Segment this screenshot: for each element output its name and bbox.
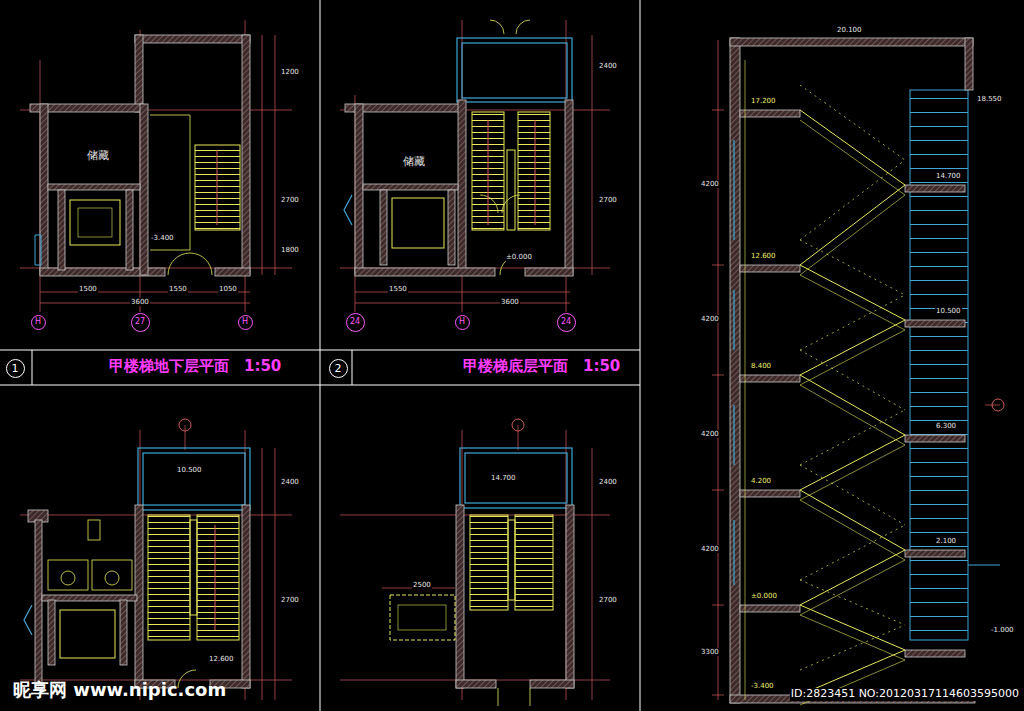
dimension: 1050 <box>218 285 238 293</box>
dimension: 4200 <box>700 430 720 438</box>
elevation: ±0.000 <box>750 592 778 600</box>
dimension: 2400 <box>280 478 300 486</box>
node-text: 1 <box>12 363 19 374</box>
dimension: 2700 <box>280 596 300 604</box>
basement-plan <box>20 20 292 312</box>
dimension: 3600 <box>500 298 520 306</box>
dimension: 4200 <box>700 545 720 553</box>
view-number: 1 <box>6 359 25 378</box>
elevation: 12.600 <box>208 655 235 663</box>
node-text: 27 <box>135 318 145 326</box>
axis-bubble: 24 <box>346 313 365 332</box>
node-text: H <box>242 318 248 326</box>
dimension: 2700 <box>280 196 300 204</box>
elevation: 8.400 <box>750 362 772 370</box>
dimension: 1200 <box>280 68 300 76</box>
view-title: 甲楼梯底层平面 1:50 <box>462 358 621 375</box>
stair-section <box>712 38 1004 705</box>
elevation: 20.100 <box>836 26 863 34</box>
watermark: 昵享网 www.nipic.com <box>12 680 227 701</box>
room-name: 储藏 <box>402 156 426 169</box>
elevation: 10.500 <box>176 466 203 474</box>
node-text: 24 <box>561 318 571 326</box>
elevation: ±0.000 <box>505 253 533 261</box>
dimension: 4200 <box>700 180 720 188</box>
dimension: 1550 <box>168 285 188 293</box>
elevation: 10.500 <box>935 307 962 315</box>
dimension: 1550 <box>388 285 408 293</box>
elevation: -3.400 <box>750 682 775 690</box>
elevation: 4.200 <box>750 477 772 485</box>
axis-bubble: 27 <box>131 313 150 332</box>
elevation: 2.100 <box>935 537 957 545</box>
ground-plan <box>340 20 610 312</box>
dimension: 4200 <box>700 315 720 323</box>
elevation: 14.700 <box>935 172 962 180</box>
elevation: 14.700 <box>490 474 517 482</box>
dimension: 3300 <box>700 648 720 656</box>
room-name: 储藏 <box>86 150 110 163</box>
dimension: 3600 <box>130 298 150 306</box>
axis-bubble: H <box>238 315 253 330</box>
view-number: 2 <box>329 359 348 378</box>
elevation: 17.200 <box>750 97 777 105</box>
dimension: 2400 <box>598 478 618 486</box>
node-text: H <box>459 318 465 326</box>
dimension: 2400 <box>598 62 618 70</box>
dimension: 2500 <box>412 581 432 589</box>
elevation: 6.300 <box>935 422 957 430</box>
dimension: 1500 <box>78 285 98 293</box>
view-title: 甲楼梯地下层平面 1:50 <box>108 358 282 375</box>
dimension: 2700 <box>598 196 618 204</box>
upper-plan <box>20 419 292 700</box>
axis-bubble: 24 <box>557 313 576 332</box>
image-id: ID:2823451 NO:20120317114603595000 <box>790 688 1020 701</box>
elevation: 18.550 <box>976 95 1003 103</box>
elevation: 12.600 <box>750 252 777 260</box>
node-text: H <box>35 318 41 326</box>
axis-bubble: H <box>455 315 470 330</box>
node-text: 24 <box>350 318 360 326</box>
top-plan <box>340 419 610 706</box>
node-text: 2 <box>335 363 342 374</box>
elevation: -3.400 <box>150 234 175 242</box>
dimension: 1800 <box>280 246 300 254</box>
elevation: -1.000 <box>990 626 1015 634</box>
axis-bubble: H <box>31 315 46 330</box>
sheet-frame <box>0 0 640 711</box>
dimension: 2700 <box>598 596 618 604</box>
